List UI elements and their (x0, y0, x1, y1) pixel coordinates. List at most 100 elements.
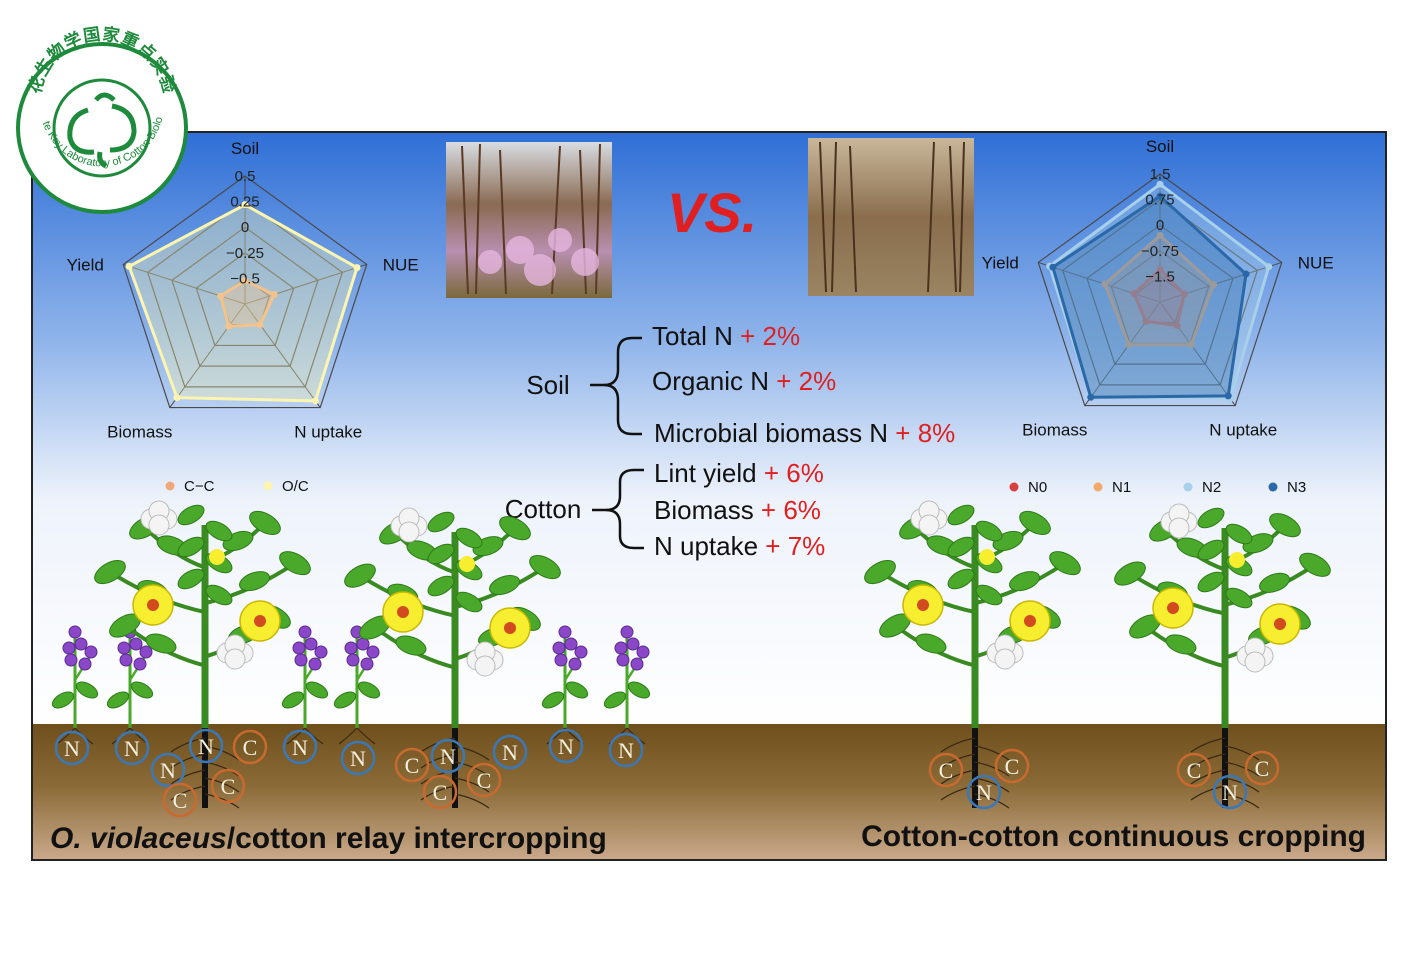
svg-text:N: N (618, 738, 634, 763)
nitrogen-marker: N (188, 728, 224, 764)
left-radar-tick-label: 0.25 (230, 194, 259, 211)
cotton-bracket (592, 468, 644, 550)
left-radar-grid-ring (195, 252, 295, 347)
vs-label: VS. (667, 181, 757, 244)
leaf (1225, 587, 1253, 609)
lateral-root (940, 785, 976, 801)
plant-illustrations (51, 500, 1331, 809)
violet-flower (552, 641, 566, 655)
lateral-root (1190, 785, 1226, 801)
leaf (975, 584, 1003, 606)
violet-flower (626, 637, 640, 651)
violet-flower (64, 653, 78, 667)
carbon-marker: C (210, 768, 246, 804)
lateral-root (974, 761, 1010, 777)
orychophragmus-plant (281, 625, 329, 745)
cotton-boll (140, 500, 178, 536)
right-radar-series-3-point (1156, 192, 1164, 200)
right-radar-series-0-point (1156, 266, 1164, 274)
carbon-marker: C (994, 748, 1030, 784)
nitrogen-marker: N (492, 734, 528, 770)
leaf (75, 681, 99, 699)
leaf (177, 568, 205, 590)
flower-center (1167, 602, 1179, 614)
left-radar-axis-label: N uptake (294, 423, 362, 442)
right-radar-series-1 (1103, 233, 1216, 347)
lateral-root (204, 745, 240, 761)
soil-bracket (590, 336, 642, 436)
nitrogen-marker: N (608, 732, 644, 768)
lateral-root (454, 793, 490, 809)
leaf (565, 681, 589, 699)
right-radar-axis-label: NUE (1298, 253, 1334, 272)
violet-flower (119, 653, 133, 667)
soil-item-microbial-n: Microbial biomass N + 8% (654, 418, 955, 448)
violet-flower (68, 625, 82, 639)
flower-center (1274, 618, 1286, 630)
left-radar-spoke (169, 303, 246, 408)
leaf (130, 681, 154, 699)
right-radar-grid-ring (1061, 198, 1259, 386)
right-radar-series-3-point (1242, 270, 1250, 278)
cotton-boll (216, 634, 254, 670)
violet-flower (574, 645, 588, 659)
flower-center (147, 599, 159, 611)
summary-soil-label: Soil (526, 370, 569, 400)
left-radar-tick-label: 0 (241, 219, 249, 236)
svg-text:N: N (292, 735, 308, 760)
leaf (1269, 513, 1301, 538)
violet-flower (558, 625, 572, 639)
lateral-root (454, 777, 490, 793)
cotton-boll-icon (67, 92, 137, 169)
left-radar-tick-label: −0.5 (230, 270, 260, 287)
lateral-root (1224, 761, 1260, 777)
right-radar-axis-label: Soil (1146, 137, 1174, 156)
leaf (975, 520, 1003, 542)
leaf (1114, 561, 1146, 586)
svg-text:N: N (1222, 780, 1238, 805)
carbon-marker: C (1244, 750, 1280, 786)
carbon-marker: C (162, 782, 198, 818)
flower-center (917, 599, 929, 611)
violet-flower (298, 625, 312, 639)
lateral-root (204, 777, 240, 793)
left-radar-series-1-point (311, 397, 319, 405)
lateral-root (1190, 737, 1226, 753)
right-radar-series-3-point (1049, 263, 1057, 271)
svg-text:C: C (173, 788, 188, 813)
leaf (947, 536, 975, 558)
leaf (279, 551, 311, 576)
left-radar-series-0-point (256, 321, 264, 329)
violet-flower (568, 657, 582, 671)
violet-flower (117, 641, 131, 655)
leaf (1225, 523, 1253, 545)
nitrogen-marker: N (114, 730, 150, 766)
left-radar-series-0-point (270, 291, 278, 299)
carbon-marker: C (422, 774, 458, 810)
leaf (1165, 634, 1197, 655)
leaf (395, 635, 427, 656)
leaf (177, 536, 205, 558)
svg-text:C: C (243, 735, 258, 760)
lateral-root (170, 785, 206, 801)
svg-text:C: C (477, 768, 492, 793)
lateral-root (204, 793, 240, 809)
carbon-marker: C (928, 752, 964, 788)
lateral-root (974, 745, 1010, 761)
violet-flower (74, 637, 88, 651)
svg-text:N: N (64, 736, 80, 761)
left-radar-series-0-point (225, 322, 233, 330)
leaf (333, 691, 357, 709)
right-radar-series-0-point (1173, 321, 1181, 329)
leaf (106, 691, 130, 709)
left-radar-grid-ring (146, 200, 344, 388)
left-radar-series-1-point (353, 264, 361, 272)
svg-text:C: C (1187, 758, 1202, 783)
right-radar-legend-label: N3 (1287, 479, 1306, 496)
leaf (305, 681, 329, 699)
violet-flower (314, 645, 328, 659)
leaf (529, 554, 561, 580)
violet-flower (308, 657, 322, 671)
violet-flower (630, 657, 644, 671)
